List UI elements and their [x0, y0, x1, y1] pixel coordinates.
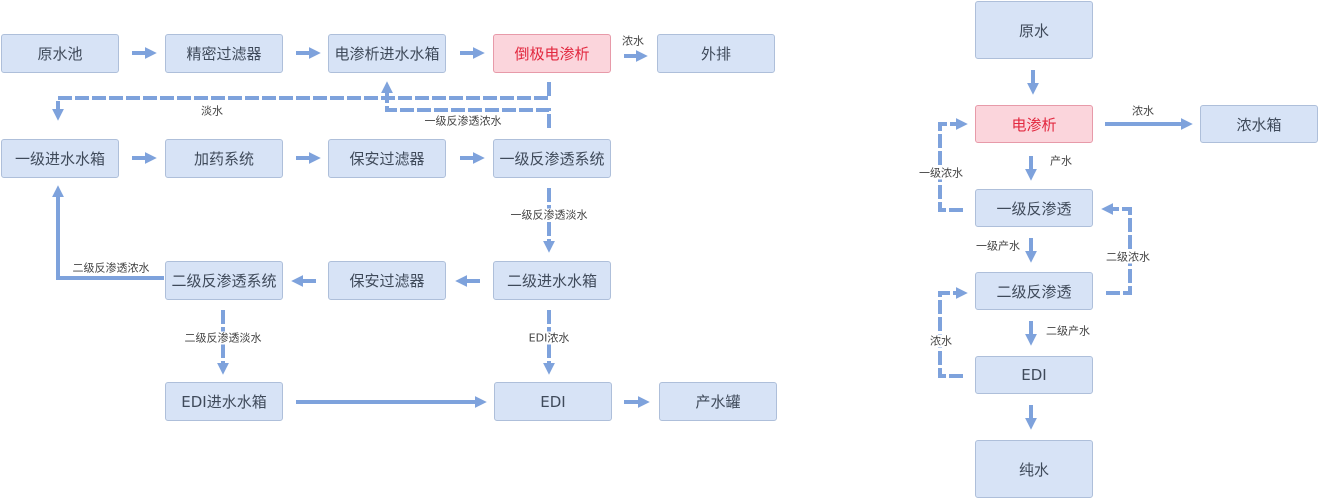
node-dosing-system: 加药系统 — [165, 139, 283, 178]
node-secondary-ro-system: 二级反渗透系统 — [165, 261, 283, 300]
label-primary-ro-concentrate: 一级反渗透浓水 — [424, 114, 502, 128]
arrow-primary-ro-concentrate-to-ed — [938, 118, 968, 212]
label-edi-concentrate: EDI浓水 — [526, 331, 572, 345]
node-right-edi: EDI — [975, 356, 1093, 394]
node-concentrate-tank: 浓水箱 — [1200, 105, 1318, 143]
label-ed-product: 产水 — [1050, 154, 1072, 168]
node-edi-feed-tank: EDI进水水箱 — [165, 382, 283, 421]
node-edr: 倒极电渗析 — [493, 34, 611, 73]
node-precision-filter: 精密过滤器 — [165, 34, 283, 73]
label-primary-ro-fresh: 一级反渗透淡水 — [508, 208, 590, 222]
label-secondary-ro-concentrate: 二级反渗透浓水 — [72, 261, 150, 275]
node-pure-water: 纯水 — [975, 440, 1093, 498]
arrow-edr-fresh-to-primary-feed — [52, 82, 551, 121]
node-discharge: 外排 — [657, 34, 775, 73]
node-ed: 电渗析 — [975, 105, 1093, 143]
label-primary-concentrate: 一级浓水 — [917, 166, 965, 180]
node-primary-ro-system: 一级反渗透系统 — [493, 139, 611, 178]
node-secondary-ro: 二级反渗透 — [975, 272, 1093, 310]
node-security-filter-1: 保安过滤器 — [328, 139, 446, 178]
label-secondary-concentrate: 二级浓水 — [1104, 250, 1152, 264]
node-primary-feed-tank: 一级进水水箱 — [1, 139, 119, 178]
node-primary-ro: 一级反渗透 — [975, 189, 1093, 227]
label-secondary-ro-fresh: 二级反渗透淡水 — [182, 331, 264, 345]
arrow-secondary-ro-concentrate-to-primary-ro — [1101, 203, 1132, 295]
arrow-secondary-ro-concentrate-to-primary-feed — [52, 185, 164, 280]
label-edr-fresh: 淡水 — [201, 104, 223, 118]
label-ed-concentrate: 浓水 — [1132, 104, 1154, 118]
node-raw-water-pool: 原水池 — [1, 34, 119, 73]
node-edi: EDI — [494, 382, 612, 421]
node-raw-water: 原水 — [975, 1, 1093, 59]
label-primary-product: 一级产水 — [976, 239, 1020, 253]
node-ed-feed-tank: 电渗析进水水箱 — [328, 34, 446, 73]
node-product-tank: 产水罐 — [659, 382, 777, 421]
label-edi-concentrate-right: 浓水 — [928, 334, 954, 348]
node-security-filter-2: 保安过滤器 — [328, 261, 446, 300]
label-secondary-product: 二级产水 — [1046, 324, 1090, 338]
arrow-primary-ro-concentrate-to-ed-feed — [381, 81, 551, 128]
node-secondary-feed-tank: 二级进水水箱 — [493, 261, 611, 300]
label-edr-concentrate: 浓水 — [622, 34, 644, 48]
